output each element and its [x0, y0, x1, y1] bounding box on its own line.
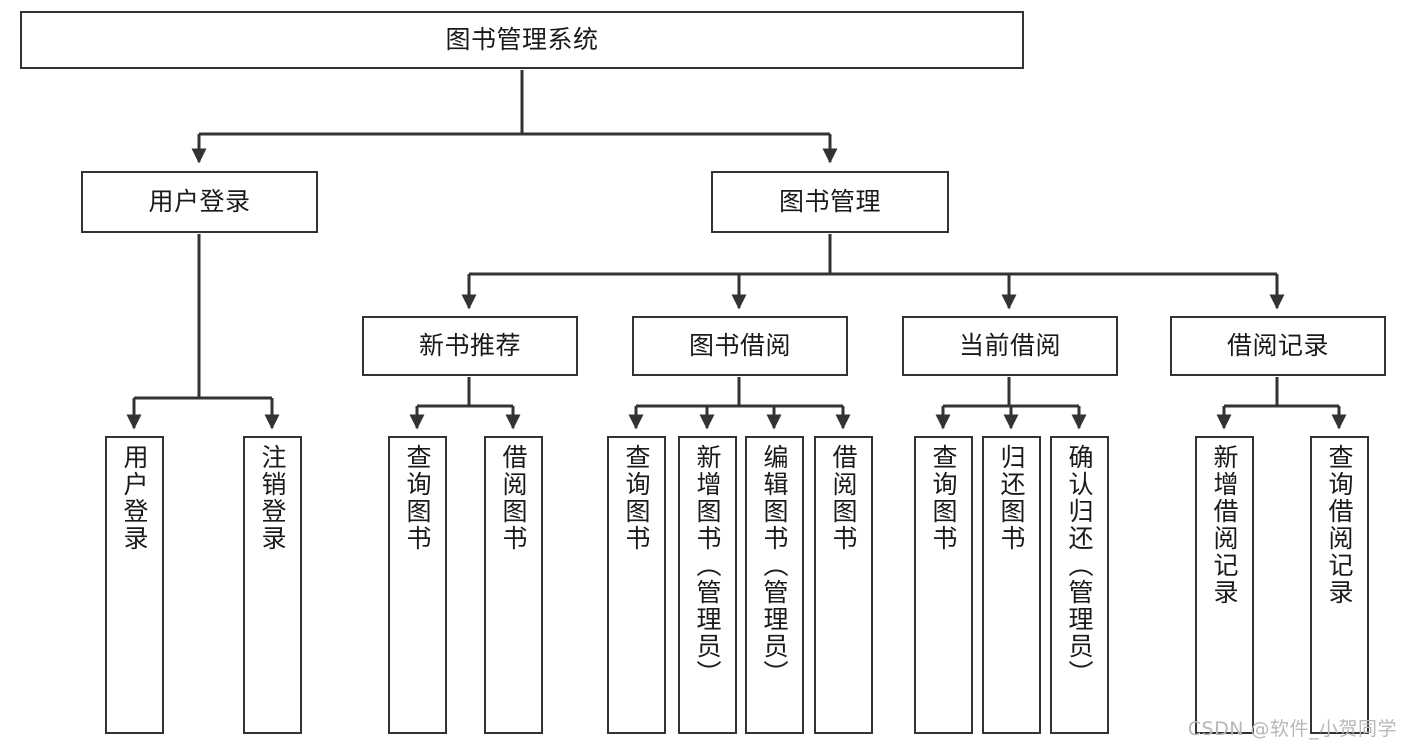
- leaf-user-login-label: 用户登录: [120, 444, 149, 552]
- node-book-borrow[interactable]: 图书借阅: [632, 316, 848, 376]
- leaf-return-book[interactable]: 归还图书: [982, 436, 1041, 734]
- node-borrow-record-label: 借阅记录: [1226, 331, 1329, 361]
- node-new-book-recommend-label: 新书推荐: [418, 331, 521, 361]
- leaf-add-borrow-record-label: 新增借阅记录: [1210, 444, 1239, 606]
- leaf-add-book-admin[interactable]: 新增图书（管理员）: [678, 436, 737, 734]
- watermark-text: CSDN @软件_小贺同学: [1187, 718, 1397, 740]
- leaf-query-book-current[interactable]: 查询图书: [914, 436, 973, 734]
- leaf-edit-book-admin[interactable]: 编辑图书（管理员）: [745, 436, 804, 734]
- leaf-query-book-borrow-label: 查询图书: [622, 444, 651, 552]
- node-book-management[interactable]: 图书管理: [711, 171, 949, 233]
- leaf-borrow-book-label: 借阅图书: [829, 444, 858, 552]
- leaf-logout-label: 注销登录: [258, 444, 287, 552]
- leaf-confirm-return-admin[interactable]: 确认归还（管理员）: [1050, 436, 1109, 734]
- node-user-login-label: 用户登录: [148, 187, 251, 217]
- leaf-borrow-book-recommend-label: 借阅图书: [499, 444, 528, 552]
- leaf-confirm-return-admin-label: 确认归还（管理员）: [1065, 444, 1094, 687]
- leaf-query-book-recommend-label: 查询图书: [403, 444, 432, 552]
- leaf-borrow-book-recommend[interactable]: 借阅图书: [484, 436, 543, 734]
- leaf-add-borrow-record[interactable]: 新增借阅记录: [1195, 436, 1254, 734]
- node-book-borrow-label: 图书借阅: [688, 331, 791, 361]
- leaf-edit-book-admin-label: 编辑图书（管理员）: [760, 444, 789, 687]
- node-current-borrow[interactable]: 当前借阅: [902, 316, 1118, 376]
- leaf-add-book-admin-label: 新增图书（管理员）: [693, 444, 722, 687]
- node-current-borrow-label: 当前借阅: [958, 331, 1061, 361]
- leaf-query-book-borrow[interactable]: 查询图书: [607, 436, 666, 734]
- leaf-query-book-current-label: 查询图书: [929, 444, 958, 552]
- leaf-query-borrow-record-label: 查询借阅记录: [1325, 444, 1354, 606]
- leaf-query-book-recommend[interactable]: 查询图书: [388, 436, 447, 734]
- node-root[interactable]: 图书管理系统: [20, 11, 1024, 69]
- node-borrow-record[interactable]: 借阅记录: [1170, 316, 1386, 376]
- node-user-login[interactable]: 用户登录: [81, 171, 318, 233]
- node-book-management-label: 图书管理: [778, 187, 881, 217]
- leaf-return-book-label: 归还图书: [997, 444, 1026, 552]
- node-new-book-recommend[interactable]: 新书推荐: [362, 316, 578, 376]
- leaf-user-login[interactable]: 用户登录: [105, 436, 164, 734]
- leaf-logout[interactable]: 注销登录: [243, 436, 302, 734]
- node-root-label: 图书管理系统: [445, 25, 599, 55]
- leaf-query-borrow-record[interactable]: 查询借阅记录: [1310, 436, 1369, 734]
- leaf-borrow-book[interactable]: 借阅图书: [814, 436, 873, 734]
